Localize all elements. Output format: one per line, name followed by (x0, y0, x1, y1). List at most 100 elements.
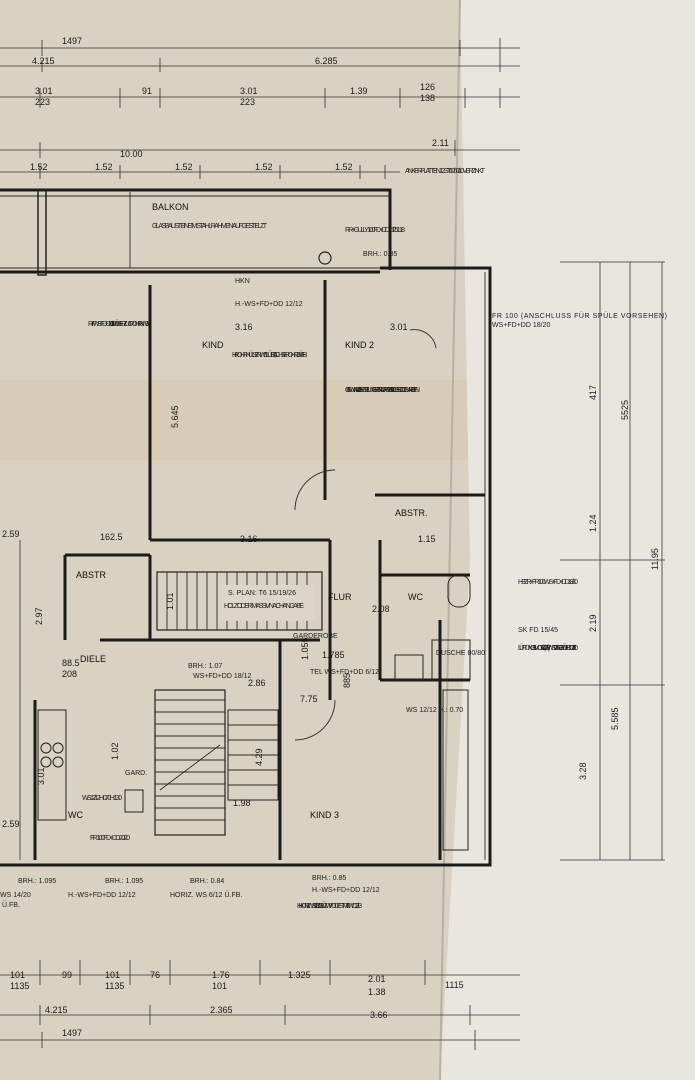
note-gard: GARD. (125, 770, 147, 777)
note-sk: SK FD 15/45 (518, 627, 558, 634)
top-dim-r2-4: 126 (420, 82, 435, 92)
bottom-dim-r1-2: 101 (105, 970, 120, 980)
note-rohrhuelse: H.-ROHRHÜLSE NW 51 LÜBZ., ACHSE- ROHR 19… (232, 351, 308, 359)
note-hws-top: H.-WS+FD+DD 12/12 (235, 301, 303, 308)
dim-diele-2: 1.02 (110, 742, 120, 760)
bottom-total-dim: 1497 (62, 1028, 82, 1038)
top-dim-r4-3: 1.52 (255, 162, 273, 172)
bottom-dim-r1-sub-1: 1135 (105, 981, 124, 991)
note-brh095-left: BRH.: 1.095 (18, 878, 56, 885)
dim-stair-2: 2.86 (248, 678, 266, 688)
top-dim-r2-sub-1: 223 (240, 97, 255, 107)
bottom-dim-r1-sub-2: 101 (212, 981, 227, 991)
dim-left-297: 2.97 (34, 607, 44, 625)
note-holz-massiv: HOLZ ODER MASSIV NACH ANGABE (224, 603, 304, 610)
dim-right-328: 3.28 (578, 762, 588, 780)
note-ws1420: WS 14/20 (0, 892, 31, 899)
top-dim-r3-0: 10.00 (120, 149, 143, 159)
note-heizr: HEIZR.+ FR 100 WS+FD+DD 18/30 (518, 579, 578, 586)
walls (0, 266, 492, 867)
top-dim-r4-0: 1.52 (30, 162, 48, 172)
room-label-wc-left: WC (68, 810, 83, 820)
top-total-dim: 1497 (62, 36, 82, 46)
interior-dimensions: 3.16 3.01 5.645 3.16 162.5 88.5 208 1.01… (36, 322, 436, 808)
bottom-dim-r2-2: 3.66 (370, 1010, 388, 1020)
room-label-abstr-left: ABSTR (76, 570, 107, 580)
room-label-balkon: BALKON (152, 202, 189, 212)
note-brh-085: BRH.: 0.85 (363, 251, 397, 258)
sink-left (124, 789, 144, 813)
left-dimensions: 2.97 2.59 2.59 (2, 529, 44, 860)
dim-wc-1: 1.15 (418, 534, 436, 544)
top-dim-r1-1: 6.285 (315, 56, 338, 66)
bottom-dim-r1-sub-3: 1.38 (368, 987, 386, 997)
note-ankerplatten: ANKERPLATTEN 12 ST. 60/60/10 VERZINKT (405, 168, 486, 175)
room-label-wc-right: WC (408, 592, 423, 602)
shower-tray (431, 639, 471, 681)
dim-kitchen: 3.01 (36, 767, 46, 785)
note-brh085-bottom: BRH.: 0.85 (312, 875, 346, 882)
bottom-dim-r1-5: 1.325 (288, 970, 311, 980)
note-brh095-mid: BRH.: 1.095 (105, 878, 143, 885)
dim-right-124: 1.24 (588, 514, 598, 532)
right-dimensions: 417 5525 1.24 11.95 2.19 5.585 3.28 (560, 261, 665, 861)
note-brh107: BRH.: 1.07 (188, 663, 222, 670)
dim-flur-5: 7.75 (300, 694, 318, 704)
top-dim-r4-4: 1.52 (335, 162, 353, 172)
top-dim-r4-1: 1.52 (95, 162, 113, 172)
room-label-abstr-right: ABSTR. (395, 508, 428, 518)
room-labels: KIND KIND 2 KIND 3 ABSTR ABSTR. FLUR WC … (68, 340, 428, 820)
stove-burner-2 (52, 742, 64, 754)
note-fb: Ü.FB. (2, 901, 20, 909)
note-glasbausteine: GLASBAUSTEINE IM STAHLRAHMEN AUFGESTELZT (152, 223, 268, 230)
dim-kind2-width: 3.01 (390, 322, 408, 332)
room-label-garderobe: GARDEROBE (293, 633, 338, 640)
note-wsfd1812: WS+FD+DD 18/12 (193, 673, 251, 680)
fixtures (37, 329, 471, 851)
top-dim-r2-sub-2: 138 (420, 93, 435, 103)
dim-right-5525: 5525 (620, 400, 630, 420)
dim-stair-1: 1.01 (165, 592, 175, 610)
room-label-kind2: KIND 2 (345, 340, 374, 350)
bottom-dim-r1-6: 2.01 (368, 974, 386, 984)
staircase: S. PLAN: T6 15/19/26 HOLZ ODER MASSIV NA… (154, 571, 323, 836)
note-fr100b: WS+FD+DD 18/20 (492, 322, 550, 329)
top-dim-r2-3: 1.39 (350, 86, 368, 96)
top-dimensions: 1497 4.215 6.285 3.01 223 91 3.01 223 1.… (0, 36, 520, 179)
note-hws-bottom: H.-WS+FD+DD 12/12 (312, 887, 380, 894)
note-horiz-ws: HORIZ. WS 6/12 Ü.FB. (170, 891, 242, 899)
top-dim-r3-1: 2.11 (432, 138, 449, 148)
paper-fold-right (440, 0, 695, 1080)
dim-left-259-bottom: 2.59 (2, 819, 20, 829)
gully-drain-symbol (318, 251, 332, 265)
door-swing-kind2 (409, 329, 437, 349)
dim-flur-4: 2.08 (372, 604, 390, 614)
top-dim-r2-sub-0: 223 (35, 97, 50, 107)
kitchen-counter-right (442, 689, 469, 851)
note-h-horiz: H.- HORIZ. WS 6/13.5 0.59 Ü ZW.-PODEST M… (297, 902, 362, 910)
note-gipswand: GIPSWAND 10 cm ERSTELLUNG ERST NACH PUTZ… (345, 387, 420, 394)
note-lueftung: LÜFTUNG SIMO 15/10(22/17) WS 12/28 AB 2.… (518, 644, 578, 652)
bottom-dim-r1-0: 101 (10, 970, 25, 980)
stove-burner-1 (40, 742, 52, 754)
room-label-flur: FLUR (328, 592, 352, 602)
dim-kind-height: 5.645 (170, 405, 180, 428)
annotations: FR 100 (ANSCHLUSS FÜR SPÜLE VORSEHEN) WS… (0, 301, 667, 910)
dim-right-417: 417 (588, 385, 598, 400)
note-ws1212-right: WS 12/12 H.: 0.70 (406, 707, 463, 714)
dim-right-5585: 5.585 (610, 707, 620, 730)
note-dusche: DUSCHE 80/80 (436, 650, 485, 657)
dim-stair-3: 1.98 (233, 798, 251, 808)
bottom-dim-r1-1: 99 (62, 970, 72, 980)
note-rf: R+F WS+FD+DD 6/12 IM ÜBERZUG ROHR NW 33 (88, 320, 150, 328)
note-hkn-balkon: HKN (235, 278, 250, 285)
note-fr100c: FR 100 FD+DD 20/20 (90, 835, 130, 842)
note-tel: TEL WS+FD+DD 6/12 (310, 669, 379, 676)
dim-flur-width: 3.16 (240, 534, 258, 544)
dim-diele-door: 88.5 (62, 658, 80, 668)
dim-kind-width: 3.16 (235, 322, 253, 332)
dim-garderobe: 1.055 (300, 637, 310, 660)
door-swing-kind (294, 469, 336, 511)
top-dim-r2-0: 3.01 (35, 86, 53, 96)
